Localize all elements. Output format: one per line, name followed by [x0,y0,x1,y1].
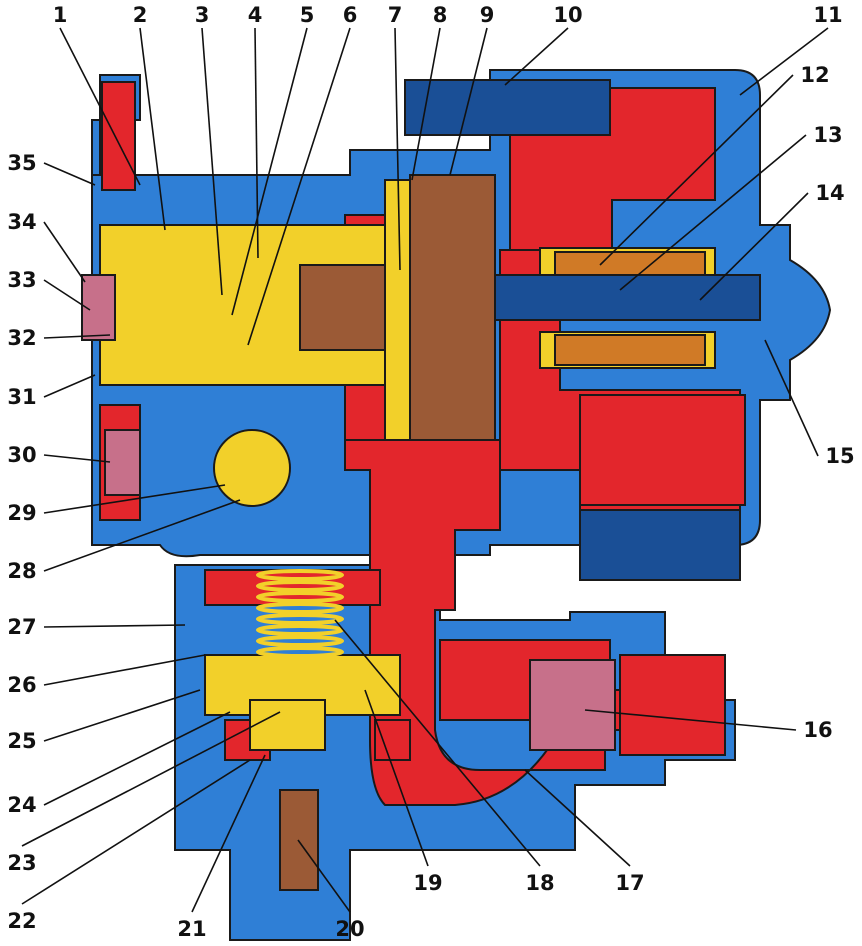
regulator-spring [256,569,344,658]
leader-line-14 [699,192,809,301]
spring-coil [256,624,344,636]
callout-label-33: 33 [7,268,36,292]
callout-label-21: 21 [177,917,206,941]
callout-label-10: 10 [553,3,582,27]
callout-label-25: 25 [7,729,36,753]
spring-coil [256,569,344,581]
spring-coil [256,646,344,658]
callout-label-8: 8 [433,3,448,27]
leader-line-33 [43,279,91,311]
spring-coil [256,580,344,592]
leader-line-19 [364,689,429,867]
callout-label-19: 19 [413,871,442,895]
leader-line-22 [21,759,251,905]
leader-line-29 [43,484,226,514]
callout-label-30: 30 [7,443,36,467]
callout-label-4: 4 [248,3,263,27]
leader-line-5 [231,27,308,316]
leader-line-31 [43,374,96,398]
leader-line-15 [764,339,819,457]
callout-label-27: 27 [7,615,36,639]
moving-parts [81,79,761,891]
leader-line-18 [334,619,541,867]
leader-line-6 [247,27,351,346]
callout-label-24: 24 [7,793,36,817]
leader-line-20 [297,839,351,913]
callout-label-23: 23 [7,851,36,875]
callout-label-7: 7 [388,3,403,27]
callout-label-22: 22 [7,909,36,933]
leader-line-24 [43,711,231,806]
callout-label-34: 34 [7,210,36,234]
callout-label-17: 17 [615,871,644,895]
leader-line-23 [21,711,281,847]
callout-label-12: 12 [800,63,829,87]
leader-line-28 [43,499,241,572]
callout-label-9: 9 [480,3,495,27]
callout-label-11: 11 [813,3,842,27]
callout-label-28: 28 [7,559,36,583]
leader-line-16 [584,709,797,731]
leader-line-32 [43,334,111,339]
callout-label-15: 15 [825,444,854,468]
leader-line-8 [411,27,441,181]
callout-label-29: 29 [7,501,36,525]
leader-line-30 [43,454,111,463]
spring-coil [256,635,344,647]
leader-line-11 [739,27,829,96]
leader-line-1 [59,27,141,186]
leader-line-2 [139,27,166,231]
callout-label-31: 31 [7,385,36,409]
leader-line-7 [394,27,401,271]
callout-label-18: 18 [525,871,554,895]
callout-label-14: 14 [815,181,844,205]
leader-line-9 [449,27,488,176]
leader-line-25 [43,689,201,742]
callout-label-3: 3 [195,3,210,27]
leader-line-26 [43,654,206,686]
callout-label-13: 13 [813,123,842,147]
leader-line-34 [43,221,86,283]
leader-line-17 [524,769,631,867]
callout-label-16: 16 [803,718,832,742]
spring-coil [256,602,344,614]
callout-label-35: 35 [7,151,36,175]
leader-line-21 [191,754,266,913]
spring-coil [256,613,344,625]
callout-label-26: 26 [7,673,36,697]
leader-line-27 [43,624,186,628]
leader-line-12 [599,74,794,266]
leader-line-35 [43,162,96,186]
leader-line-10 [504,27,569,86]
callout-label-1: 1 [53,3,68,27]
callout-label-2: 2 [133,3,148,27]
leader-line-13 [619,134,807,291]
callout-label-20: 20 [335,917,364,941]
callout-label-5: 5 [300,3,315,27]
callout-label-32: 32 [7,326,36,350]
callout-label-6: 6 [343,3,358,27]
callout-leader-lines [21,27,829,913]
spring-coil [256,591,344,603]
leader-line-3 [201,27,223,296]
